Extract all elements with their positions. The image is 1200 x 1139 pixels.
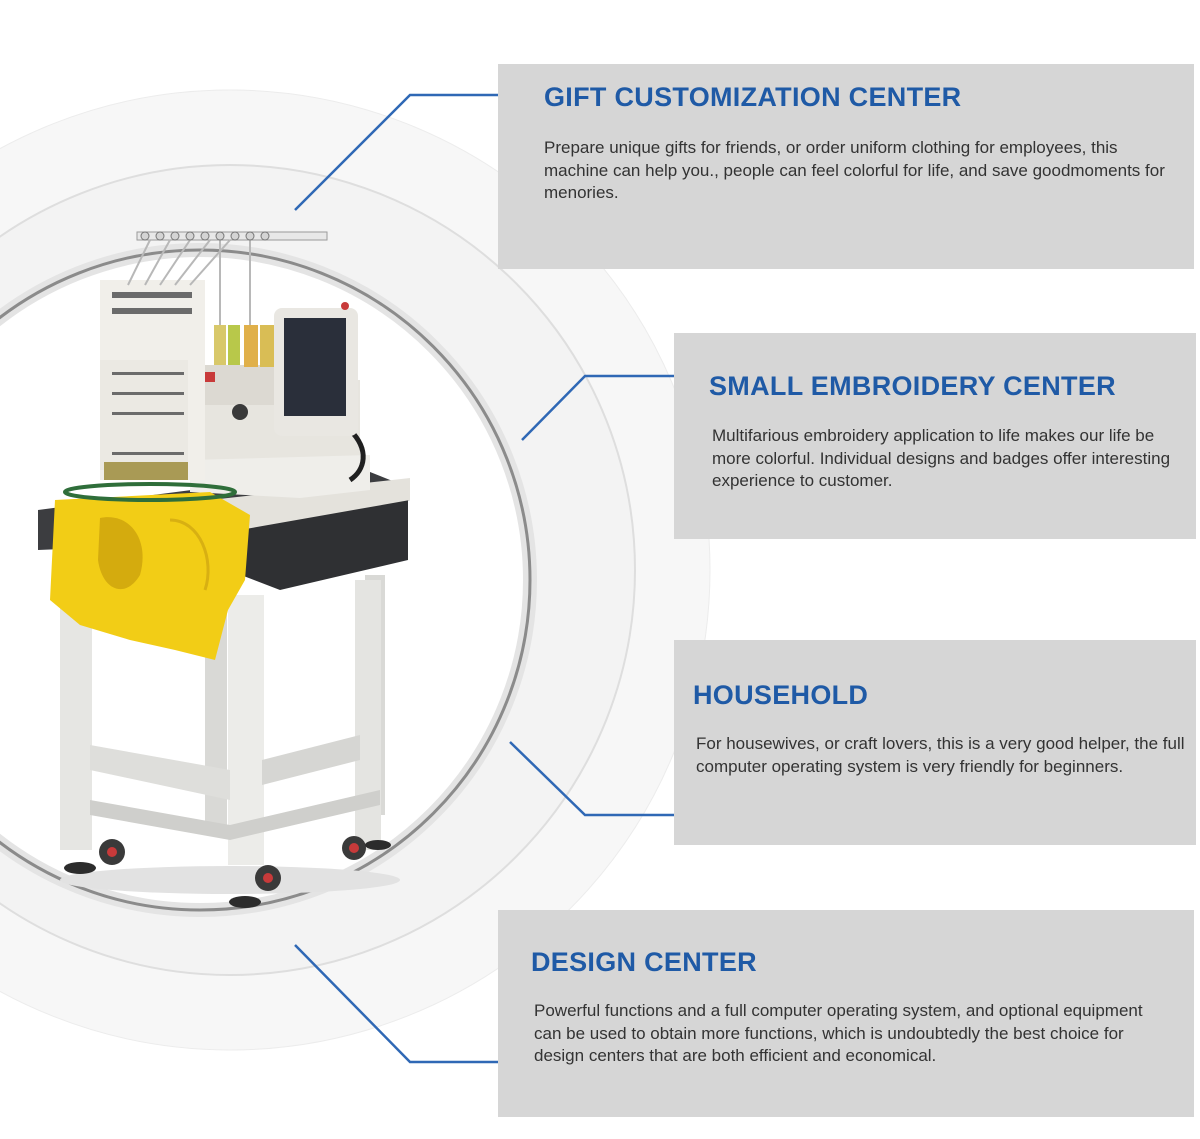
card-description: Prepare unique gifts for friends, or ord… [544,138,1165,202]
card-description: Multifarious embroidery application to l… [712,426,1171,490]
small-embroidery-card: SMALL EMBROIDERY CENTER Multifarious emb… [674,333,1196,539]
gift-customization-card: GIFT CUSTOMIZATION CENTER Prepare unique… [498,64,1194,269]
card-title: SMALL EMBROIDERY CENTER [709,371,1116,401]
card-title: GIFT CUSTOMIZATION CENTER [544,82,962,112]
card-title: HOUSEHOLD [693,680,869,710]
design-center-card: DESIGN CENTER Powerful functions and a f… [498,910,1194,1117]
card-title: DESIGN CENTER [531,947,757,977]
household-card: HOUSEHOLD For housewives, or craft lover… [674,640,1196,845]
card-description: Powerful functions and a full computer o… [534,1001,1143,1065]
card-description: For housewives, or craft lovers, this is… [696,734,1185,776]
